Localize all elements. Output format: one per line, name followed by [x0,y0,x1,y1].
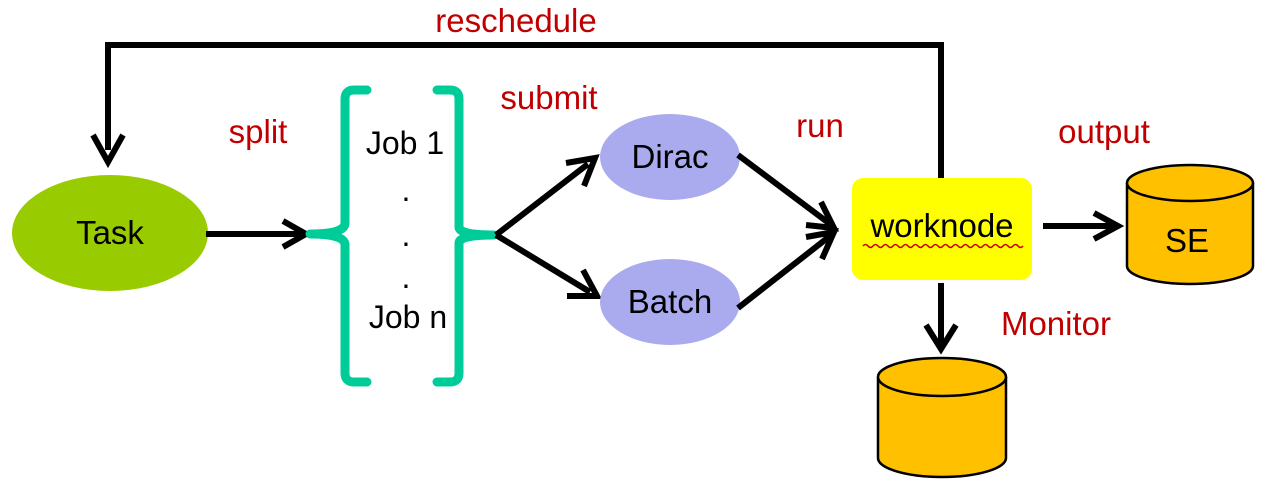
job-bracket-right [432,85,499,387]
task-label: Task [76,214,144,251]
batch-node [600,259,740,345]
run-dirac-arrowhead [805,200,840,232]
job-ellipsis-dot: . [402,259,411,295]
dirac-node [600,114,740,200]
job-bracket-left [305,85,372,387]
worknode-label: worknode [869,207,1013,244]
worknode-box [852,178,1032,280]
run-batch-arrowhead [805,228,840,261]
job-ellipsis-dot: . [402,172,411,208]
monitor-label: Monitor [1001,305,1111,342]
output-label: output [1058,113,1150,150]
split-label: split [229,113,288,150]
submit-dirac-arrowhead [565,154,600,188]
job-last-label: Job n [369,299,447,335]
spellcheck-underline [862,243,1024,249]
batch-label: Batch [628,283,712,320]
se-storage-cylinder [1125,163,1255,286]
reschedule-label: reschedule [435,2,596,39]
reschedule-arrowhead [90,133,126,169]
run-batch-line [736,233,832,311]
submit-batch-arrowhead [567,268,603,299]
task-node [12,175,208,291]
run-label: run [796,107,844,144]
job-first-label: Job 1 [366,125,444,161]
submit-batch-line [494,232,592,295]
submit-label: submit [500,79,597,116]
dirac-label: Dirac [631,138,708,175]
submit-dirac-line [494,161,590,238]
monitor-storage-cylinder [876,356,1008,479]
se-label: SE [1165,222,1209,259]
reschedule-line [105,42,944,180]
run-dirac-line [736,152,832,227]
output-arrowhead [1092,210,1125,242]
monitor-arrowhead [923,323,959,355]
job-ellipsis-dot: . [402,217,411,253]
